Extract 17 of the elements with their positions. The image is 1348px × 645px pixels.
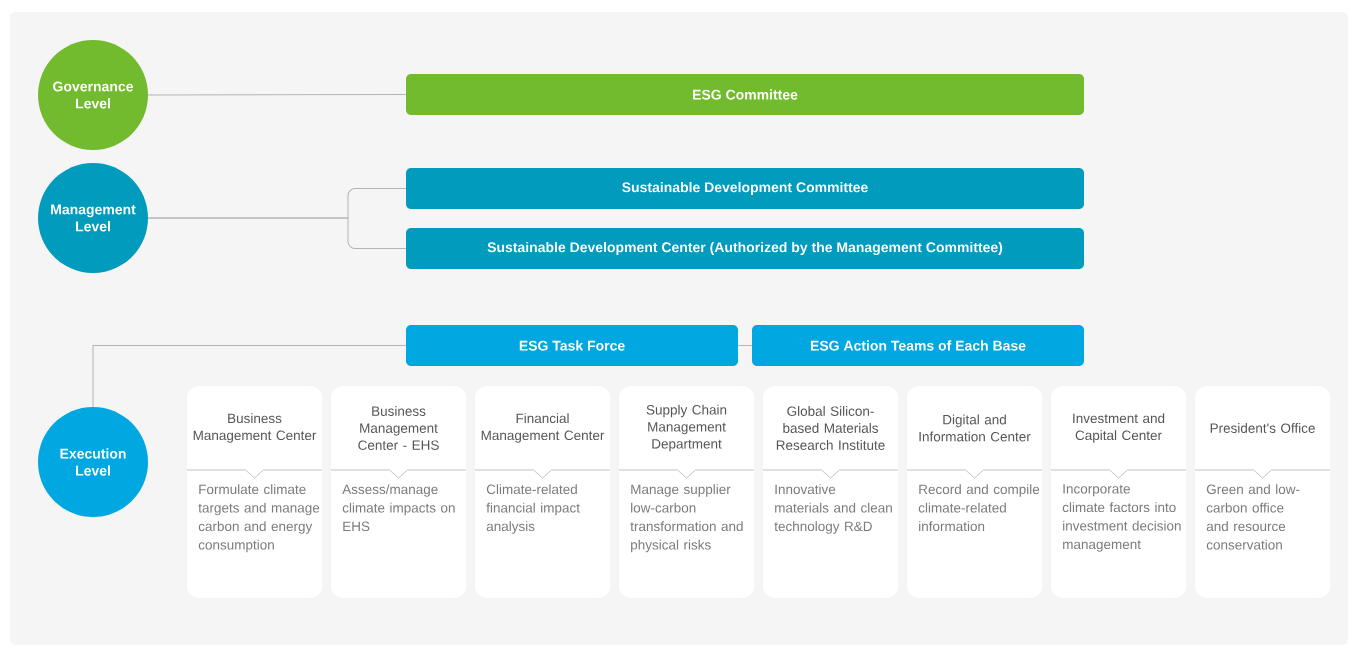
department-card: Business Management Center Formulate climate targets and manage carbon and energy consumption bbox=[186, 386, 323, 598]
committee-bar: ESG Committee bbox=[406, 74, 1084, 115]
connector-line bbox=[147, 217, 407, 249]
department-card: Global Silicon-based Materials Research Institute Innovative materials and clean technology R&D bbox=[762, 386, 899, 598]
committee-bar: Sustainable Development Center (Authorized by the Management Committee) bbox=[406, 228, 1084, 269]
department-card: Financial Management Center Climate-related financial impact analysis bbox=[474, 386, 611, 598]
committee-bar: ESG Action Teams of Each Base bbox=[752, 325, 1084, 366]
connector-line bbox=[92, 345, 407, 408]
department-card: Digital and Information Center Record and compile climate-related information bbox=[906, 386, 1043, 598]
department-card: Supply Chain Management Department Manage supplier low-carbon transformation and physical risks bbox=[618, 386, 755, 598]
department-card: President's Office Green and low-carbon office and resource conservation bbox=[1194, 386, 1331, 598]
committee-bar: ESG Task Force bbox=[406, 325, 738, 366]
connector-line bbox=[147, 94, 407, 96]
connector-line bbox=[737, 345, 753, 346]
department-card: Investment and Capital Center Incorporate climate factors into investment decision management bbox=[1050, 386, 1187, 598]
department-card: Business Management Center - EHS Assess/manage climate impacts on EHS bbox=[330, 386, 467, 598]
committee-bar: Sustainable Development Committee bbox=[406, 168, 1084, 209]
